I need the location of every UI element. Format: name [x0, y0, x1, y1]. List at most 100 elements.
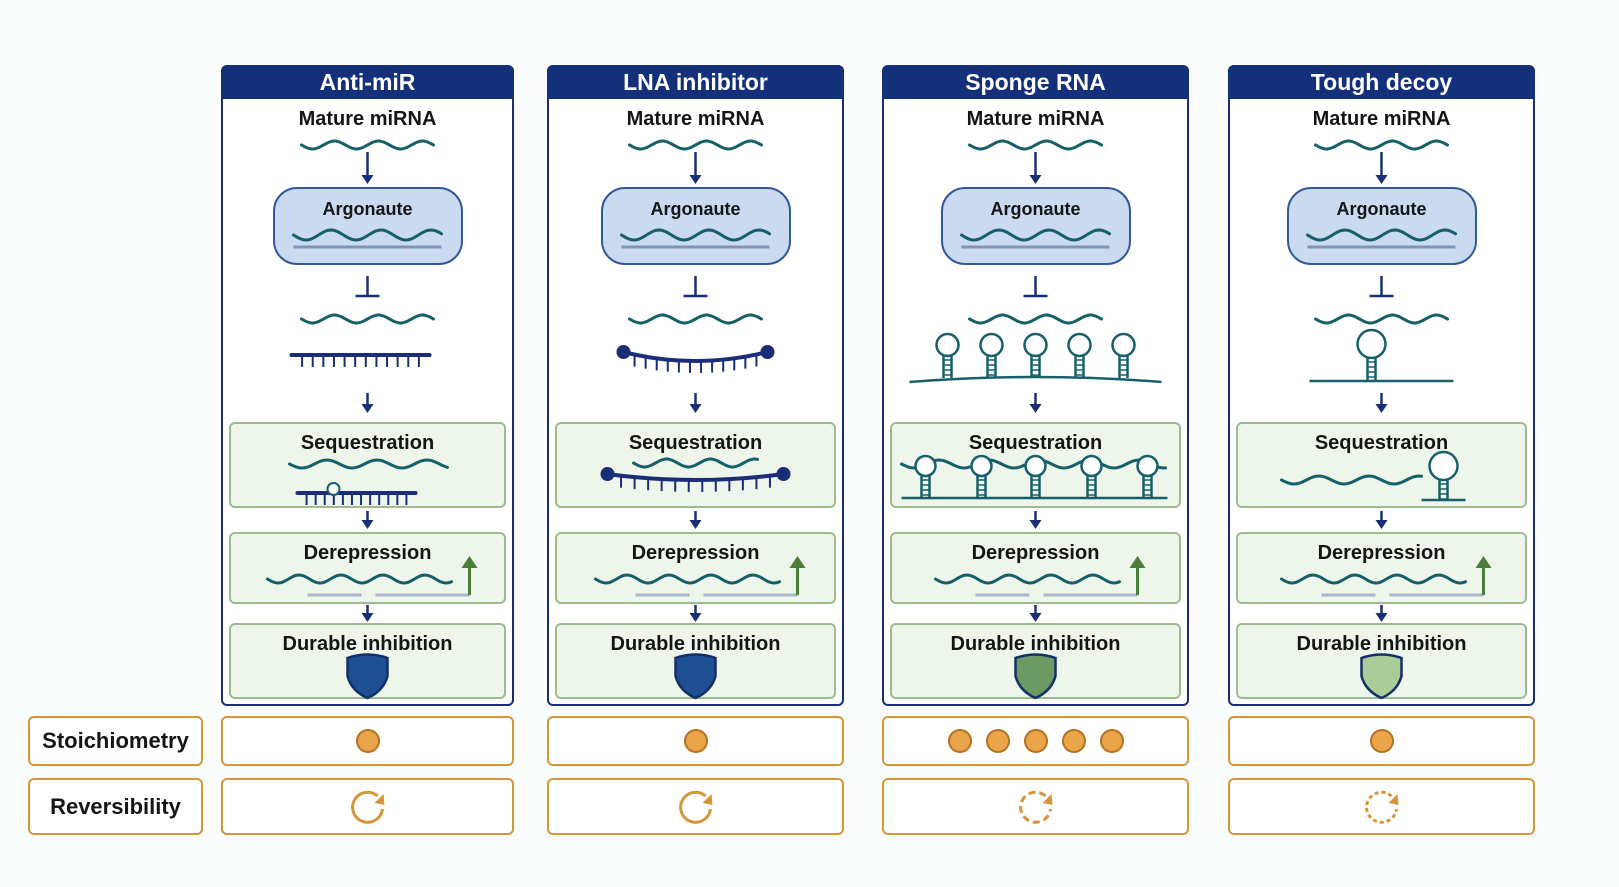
stoichiometry-row-label: Stoichiometry: [28, 716, 203, 766]
stage-label: Durable inhibition: [610, 633, 781, 655]
argonaute-complex: Argonaute: [940, 187, 1131, 265]
column-header: Sponge RNA: [882, 65, 1189, 99]
stoichiometry-dot: [355, 729, 380, 753]
argonaute-label: Argonaute: [322, 199, 413, 219]
stage-label: Sequestration: [300, 432, 435, 454]
mature-mirna-label: Mature miRNA: [626, 108, 765, 130]
processing-arrow: [1029, 152, 1042, 184]
stage-label: Derepression: [631, 542, 760, 564]
bound-sponge-hairpin: [914, 454, 937, 498]
mature-mirna-strand: [300, 139, 435, 151]
mature-mirna-label: Mature miRNA: [298, 108, 437, 130]
reversibility-cell: [221, 778, 514, 835]
to-sequestration-arrow: [1375, 393, 1388, 413]
sequestered-mirna: [632, 457, 759, 469]
bound-decoy-hairpin: [1428, 450, 1459, 500]
durable-shield: [346, 653, 389, 700]
argonaute-complex: Argonaute: [1286, 187, 1477, 265]
inhibition-tee: [1369, 276, 1394, 298]
mature-mirna-strand: [968, 139, 1103, 151]
durable-shield: [1014, 653, 1057, 700]
mature-mirna-strand: [628, 139, 763, 151]
column-header: Tough decoy: [1228, 65, 1535, 99]
to-durable-arrow: [361, 605, 374, 622]
stage-label: Sequestration: [968, 432, 1103, 454]
stage-label: Derepression: [1317, 542, 1446, 564]
loaded-mirna-strand: [620, 228, 771, 242]
sponge-hairpin: [935, 332, 960, 378]
to-sequestration-arrow: [361, 393, 374, 413]
bound-sponge-hairpin: [1136, 454, 1159, 498]
sponge-hairpin: [1111, 332, 1136, 378]
to-sequestration-arrow: [689, 393, 702, 413]
argonaute-complex: Argonaute: [600, 187, 791, 265]
sponge-hairpin: [1067, 332, 1092, 378]
stage-label: Sequestration: [628, 432, 763, 454]
to-derepression-arrow: [361, 511, 374, 529]
sequestered-mirna: [1280, 474, 1423, 486]
bound-lna: [600, 467, 791, 492]
stage-label: Derepression: [971, 542, 1100, 564]
column-header: Anti-miR: [221, 65, 514, 99]
argonaute-label: Argonaute: [1336, 199, 1427, 219]
released-target-mrna: [1280, 573, 1467, 585]
argonaute-label: Argonaute: [990, 199, 1081, 219]
to-durable-arrow: [689, 605, 702, 622]
to-sequestration-arrow: [1029, 393, 1042, 413]
sequestration-box: Sequestration: [229, 422, 506, 508]
lna-oligo: [616, 345, 775, 373]
sequestration-box: Sequestration: [1236, 422, 1527, 508]
inhibition-tee: [683, 276, 708, 298]
expression-up-arrow: [1475, 556, 1492, 595]
stage-label: Durable inhibition: [950, 633, 1121, 655]
released-target-mrna: [266, 573, 453, 585]
processing-arrow: [689, 152, 702, 184]
loaded-mirna-strand: [1306, 228, 1457, 242]
processing-arrow: [361, 152, 374, 184]
to-derepression-arrow: [1029, 511, 1042, 529]
stoichiometry-dot: [947, 729, 972, 753]
sponge-hairpin: [979, 332, 1004, 378]
reversibility-cell: [1228, 778, 1535, 835]
processing-arrow: [1375, 152, 1388, 184]
loaded-mirna-strand: [960, 228, 1111, 242]
reversibility-cycle-icon: [1019, 790, 1053, 824]
column-header: LNA inhibitor: [547, 65, 844, 99]
free-mirna-strand: [300, 313, 435, 325]
bound-sponge-hairpin: [970, 454, 993, 498]
bound-sponge-hairpin: [1080, 454, 1103, 498]
mature-mirna-strand: [1314, 139, 1449, 151]
derepression-box: Derepression: [555, 532, 836, 604]
stage-label: Durable inhibition: [282, 633, 453, 655]
stoichiometry-dot: [683, 729, 708, 753]
derepression-box: Derepression: [229, 532, 506, 604]
reversibility-cycle-icon: [1365, 790, 1399, 824]
inhibition-tee: [355, 276, 380, 298]
bound-anti-mir: [295, 490, 418, 505]
expression-up-arrow: [789, 556, 806, 595]
inhibition-tee: [1023, 276, 1048, 298]
expression-up-arrow: [1129, 556, 1146, 595]
stoichiometry-dot: [1023, 729, 1048, 753]
loaded-mirna-strand: [292, 228, 443, 242]
released-target-mrna: [594, 573, 781, 585]
stage-label: Derepression: [303, 542, 432, 564]
sponge-hairpin: [1023, 332, 1048, 378]
stoichiometry-dot: [1099, 729, 1124, 753]
to-durable-arrow: [1375, 605, 1388, 622]
to-derepression-arrow: [689, 511, 702, 529]
expression-up-arrow: [461, 556, 478, 595]
to-derepression-arrow: [1375, 511, 1388, 529]
reversibility-row-label: Reversibility: [28, 778, 203, 835]
free-mirna-strand: [628, 313, 763, 325]
free-mirna-strand: [968, 313, 1103, 325]
sponge-backbone: [909, 375, 1162, 384]
mature-mirna-label: Mature miRNA: [1312, 108, 1451, 130]
decoy-hairpin: [1356, 328, 1387, 380]
junction-loop: [326, 482, 341, 496]
argonaute-complex: Argonaute: [272, 187, 463, 265]
durable-shield: [1360, 653, 1403, 700]
anti-mir-oligo: [289, 352, 432, 367]
reversibility-cell: [882, 778, 1189, 835]
